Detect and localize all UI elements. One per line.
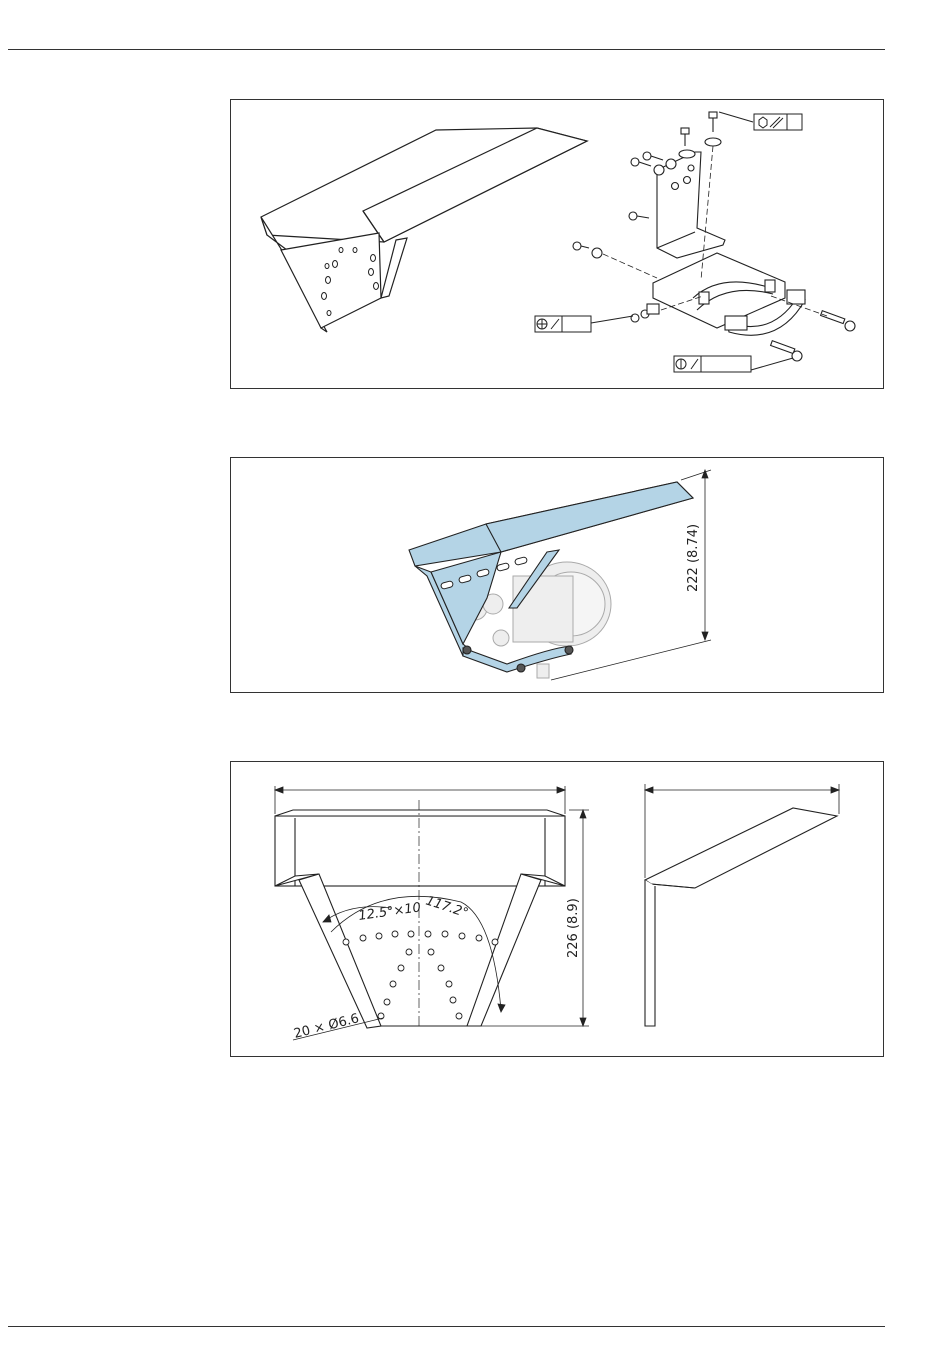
exploded-drawing [231, 100, 885, 390]
figure-exploded-view [230, 99, 884, 389]
angle-total-label: 117.2° [424, 894, 470, 922]
holes-label: 20 × Ø6.6 [292, 1011, 360, 1042]
footer-rule [8, 1326, 885, 1327]
mounting-hardware [573, 112, 855, 361]
angle-step-label: 12.5°×10 [357, 900, 421, 924]
mounted-drawing: 222 (8.74) [231, 458, 885, 694]
height-dimension-label-2: 226 (8.9) [566, 898, 581, 958]
side-view [645, 808, 837, 1026]
figure-mounted-dimension: 222 (8.74) [230, 457, 884, 693]
pipe-clamp [463, 646, 573, 672]
figure-dimension-drawing: 12.5°×10 117.2° 20 × Ø6.6 226 (8.9) [230, 761, 884, 1057]
cover-right-leg [381, 238, 407, 298]
front-view [275, 810, 565, 1028]
dimension-drawing: 12.5°×10 117.2° 20 × Ø6.6 226 (8.9) [231, 762, 885, 1058]
header-rule [8, 49, 885, 50]
height-dimension-label: 222 (8.74) [686, 524, 701, 592]
